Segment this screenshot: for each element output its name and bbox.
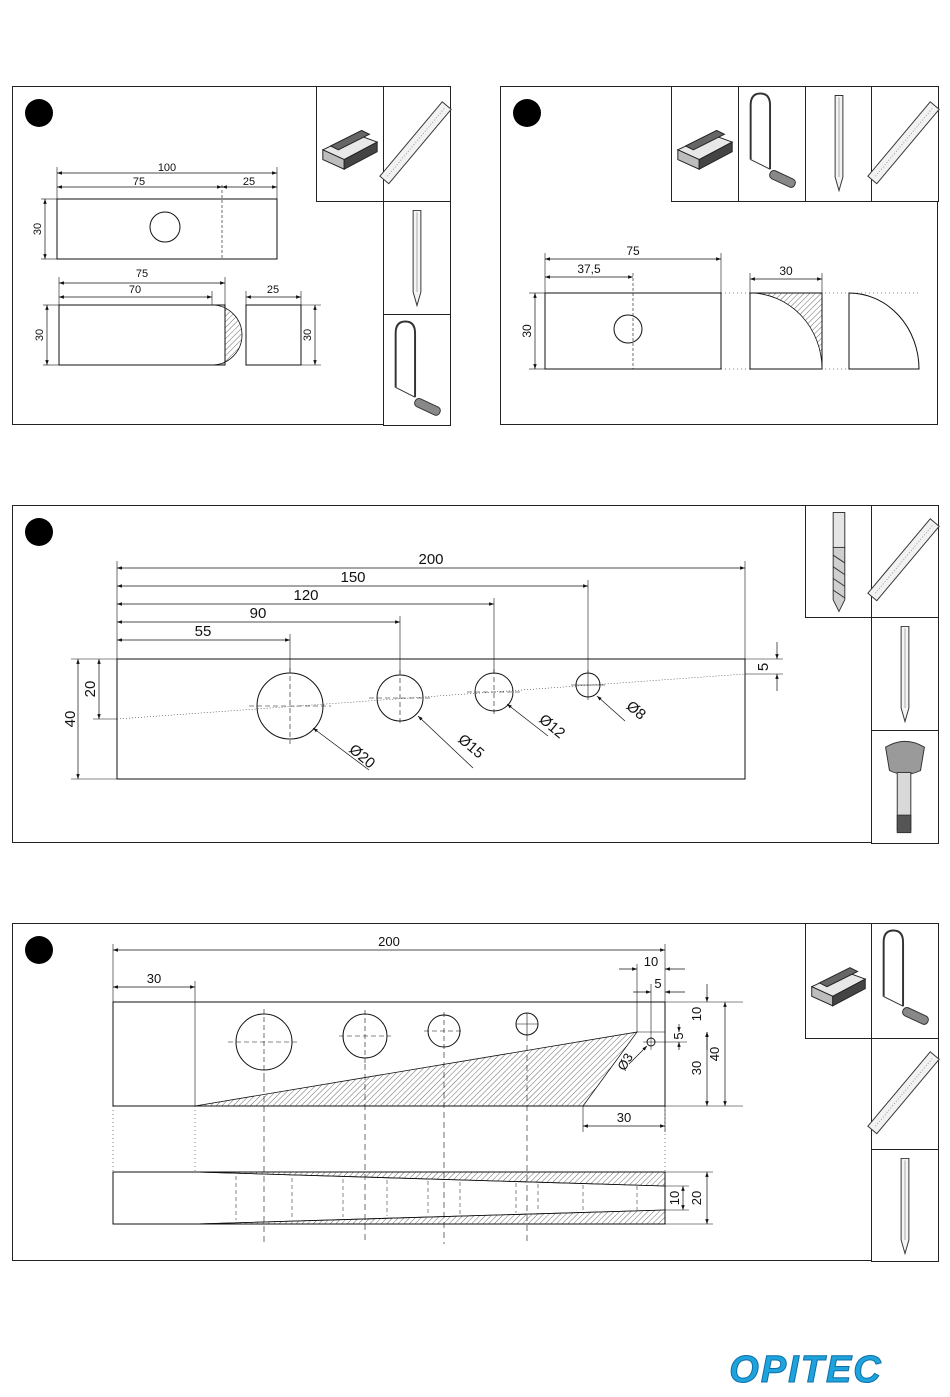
ruler-icon <box>383 86 451 202</box>
fretsaw-icon <box>738 86 806 202</box>
sanding-block-icon <box>805 923 872 1039</box>
dim-total: 100 <box>158 162 176 174</box>
dim-center: 37,5 <box>577 262 601 276</box>
drill-bit-icon <box>805 505 872 618</box>
dim-c-width: 25 <box>267 284 279 296</box>
dim-right-30: 30 <box>689 1061 704 1075</box>
dim-side-10: 10 <box>667 1191 682 1205</box>
dim-height: 30 <box>32 223 44 235</box>
hole-12-label: Ø12 <box>536 711 569 742</box>
dim-55: 55 <box>195 623 212 640</box>
ruler-icon <box>871 505 939 618</box>
dim-right-40: 40 <box>707 1047 722 1061</box>
dim-total: 200 <box>378 934 400 949</box>
dim-120: 120 <box>293 587 318 604</box>
dim-b-total: 75 <box>136 268 148 280</box>
hole-20-label: Ø20 <box>346 741 379 772</box>
step-3-drawing: 200 150 120 90 55 40 20 5 Ø20 Ø15 Ø12 Ø8 <box>13 506 939 844</box>
dim-right-5: 5 <box>671 1032 686 1039</box>
dim-side-20: 20 <box>689 1191 704 1205</box>
dim-b-inner: 70 <box>129 284 141 296</box>
sanding-block-icon <box>671 86 739 202</box>
ruler-icon <box>871 1038 939 1150</box>
step-4-drawing: 200 30 10 5 10 5 40 30 Ø3 30 10 20 <box>13 924 939 1262</box>
hole-8-label: Ø8 <box>623 698 649 724</box>
step-3-panel: 200 150 120 90 55 40 20 5 Ø20 Ø15 Ø12 Ø8 <box>12 505 938 843</box>
ruler-icon <box>871 86 939 202</box>
dim-left: 30 <box>147 971 161 986</box>
step-4-panel: 200 30 10 5 10 5 40 30 Ø3 30 10 20 <box>12 923 938 1261</box>
forstner-bit-icon <box>871 730 939 844</box>
dim-height: 30 <box>520 324 534 338</box>
dim-total: 75 <box>626 244 640 258</box>
dim-b-height: 30 <box>34 329 46 341</box>
dim-quarter: 30 <box>779 264 793 278</box>
pencil-icon <box>805 86 873 202</box>
dim-90: 90 <box>250 605 267 622</box>
dim-total: 200 <box>418 551 443 568</box>
dim-mid: 20 <box>82 681 99 698</box>
step-2-panel: 75 37,5 30 30 <box>500 86 938 425</box>
pencil-icon <box>871 617 939 731</box>
logo-text: OPITEC <box>729 1349 882 1389</box>
sanding-block-icon <box>316 86 384 202</box>
dim-offset: 5 <box>755 663 772 671</box>
dim-c-height: 30 <box>302 329 314 341</box>
dim-bottom: 30 <box>617 1110 631 1125</box>
dim-right: 25 <box>243 176 255 188</box>
dim-top-10: 10 <box>644 954 658 969</box>
hole-15-label: Ø15 <box>455 731 488 762</box>
pencil-icon <box>383 201 451 315</box>
dim-height: 40 <box>62 711 79 728</box>
opitec-logo: OPITEC <box>700 1349 912 1389</box>
dim-left: 75 <box>133 176 145 188</box>
fretsaw-icon <box>383 314 451 426</box>
pencil-icon <box>871 1149 939 1262</box>
dim-150: 150 <box>340 569 365 586</box>
dim-right-10: 10 <box>689 1007 704 1021</box>
dim-top-5: 5 <box>654 976 661 991</box>
step-1-panel: 100 75 25 30 75 70 30 25 30 <box>12 86 450 425</box>
fretsaw-icon <box>871 923 939 1039</box>
